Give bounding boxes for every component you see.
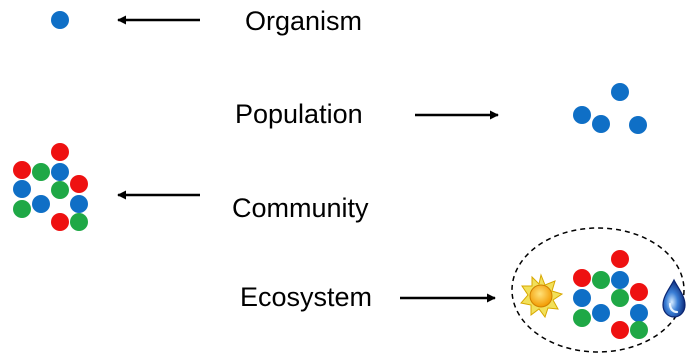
- ecosystem-cluster: [573, 250, 648, 339]
- ecosystem-label: Ecosystem: [240, 282, 372, 312]
- community-dot: [51, 163, 69, 181]
- sun-icon: [520, 273, 564, 319]
- population-dot: [629, 116, 647, 134]
- population-dot: [592, 115, 610, 133]
- community-cluster: [13, 143, 88, 231]
- community-dot: [51, 143, 69, 161]
- ecosystem-dot: [630, 283, 648, 301]
- water-drop-icon: [662, 278, 686, 318]
- population-dot: [573, 106, 591, 124]
- ecosystem-dot: [630, 304, 648, 322]
- ecosystem-dot: [592, 271, 610, 289]
- ecosystem-dot: [611, 271, 629, 289]
- population-group: [573, 83, 647, 134]
- ecosystem-dot: [573, 309, 591, 327]
- organism-label: Organism: [245, 6, 362, 36]
- community-dot: [13, 161, 31, 179]
- community-dot: [51, 213, 69, 231]
- ecosystem-dot: [592, 304, 610, 322]
- community-dot: [32, 195, 50, 213]
- ecosystem-boundary: [511, 227, 685, 353]
- community-dot: [13, 180, 31, 198]
- ecosystem-dot: [630, 321, 648, 339]
- community-dot: [13, 200, 31, 218]
- ecosystem-dot: [611, 289, 629, 307]
- community-dot: [32, 163, 50, 181]
- community-dot: [70, 213, 88, 231]
- population-dot: [611, 83, 629, 101]
- organism-dot: [51, 11, 69, 29]
- ecosystem-dot: [573, 289, 591, 307]
- ecosystem-dot: [611, 321, 629, 339]
- community-dot: [70, 175, 88, 193]
- community-dot: [70, 195, 88, 213]
- ecosystem-dot: [611, 250, 629, 268]
- ecosystem-dot: [573, 269, 591, 287]
- community-label: Community: [232, 193, 369, 223]
- community-dot: [51, 181, 69, 199]
- population-label: Population: [235, 99, 363, 129]
